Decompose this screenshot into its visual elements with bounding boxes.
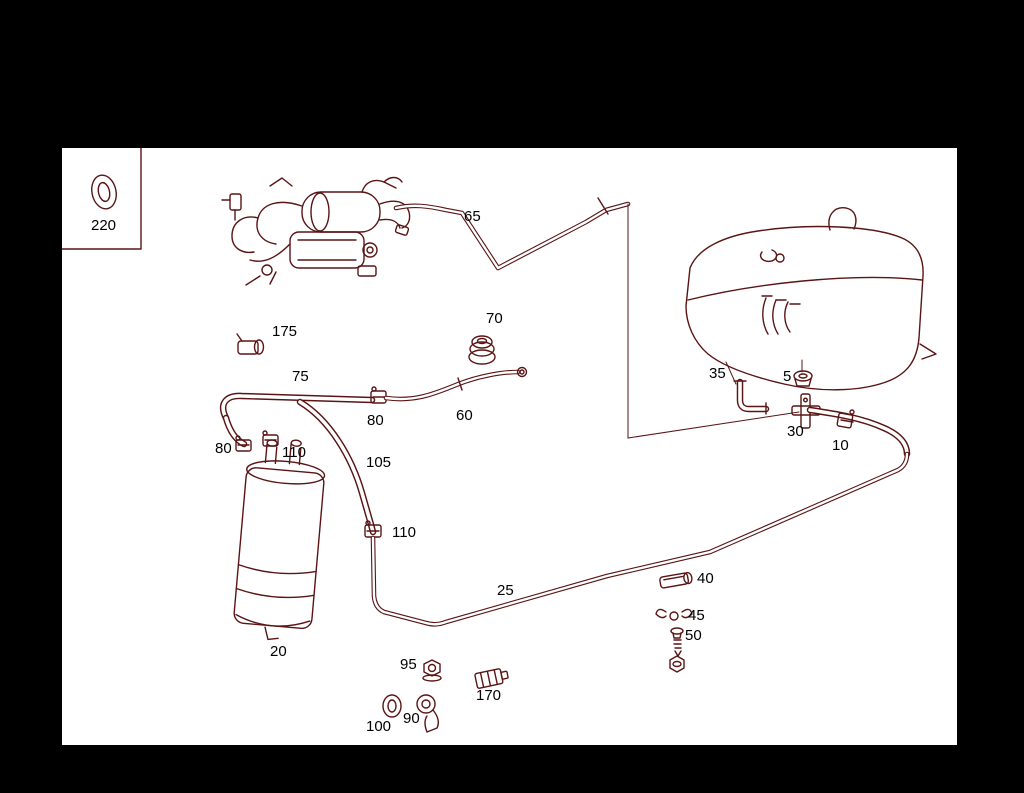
part-label-60: 60 bbox=[456, 407, 473, 424]
part-label-40: 40 bbox=[697, 570, 714, 587]
clamp-80-left bbox=[235, 435, 252, 452]
hose-105 bbox=[296, 398, 377, 536]
part-label-175: 175 bbox=[272, 323, 298, 340]
fuel-tank bbox=[685, 207, 937, 391]
part-label-45: 45 bbox=[688, 607, 705, 624]
part-label-90: 90 bbox=[403, 710, 420, 727]
elbow-hose-35 bbox=[733, 378, 770, 415]
pipe-60 bbox=[383, 366, 528, 402]
part-label-50: 50 bbox=[685, 627, 702, 644]
part-label-20: 20 bbox=[270, 643, 287, 660]
part-label-10: 10 bbox=[832, 437, 849, 454]
cap-5 bbox=[793, 370, 813, 387]
leader-line bbox=[627, 203, 800, 439]
part-label-30: 30 bbox=[787, 423, 804, 440]
fuel-filter-pump-assembly bbox=[221, 176, 411, 286]
part-label-80-left: 80 bbox=[215, 440, 232, 457]
part-label-80-mid: 80 bbox=[367, 412, 384, 429]
sleeve-40 bbox=[659, 571, 693, 589]
nut-95 bbox=[422, 659, 442, 682]
seal-ring-220 bbox=[91, 174, 117, 210]
clamp-110-left bbox=[262, 430, 279, 447]
part-label-95: 95 bbox=[400, 656, 417, 673]
part-label-75: 75 bbox=[292, 368, 309, 385]
diagram-line-art bbox=[62, 148, 937, 733]
connector-170 bbox=[474, 668, 509, 689]
hose-tee-to-pipe bbox=[806, 406, 911, 458]
grommet-100 bbox=[382, 694, 402, 718]
part-label-100: 100 bbox=[366, 718, 392, 735]
part-label-220: 220 bbox=[91, 217, 117, 234]
part-label-35: 35 bbox=[709, 365, 726, 382]
diagram-panel: 220 65 70 175 75 80 60 105 80 110 110 20… bbox=[62, 148, 957, 745]
charcoal-canister-20 bbox=[233, 439, 326, 641]
holder-90 bbox=[416, 694, 440, 733]
grommet-70 bbox=[468, 335, 496, 365]
part-label-170: 170 bbox=[476, 687, 502, 704]
hose-75 bbox=[219, 392, 376, 448]
clamp-175 bbox=[236, 333, 265, 355]
part-label-5: 5 bbox=[783, 368, 792, 385]
part-label-110-low: 110 bbox=[392, 524, 416, 541]
clip-45 bbox=[655, 608, 693, 621]
part-label-70: 70 bbox=[486, 310, 503, 327]
part-label-110-left: 110 bbox=[282, 444, 306, 461]
part-label-105: 105 bbox=[366, 454, 392, 471]
screw-50 bbox=[669, 627, 685, 673]
vent-pipe-65 bbox=[393, 197, 631, 271]
fuel-pipe-25 bbox=[370, 451, 910, 627]
part-label-25: 25 bbox=[497, 582, 514, 599]
corner-box bbox=[62, 148, 142, 250]
clamp-10 bbox=[836, 409, 855, 429]
part-label-65: 65 bbox=[464, 208, 481, 225]
clamp-110-lower bbox=[364, 520, 382, 538]
